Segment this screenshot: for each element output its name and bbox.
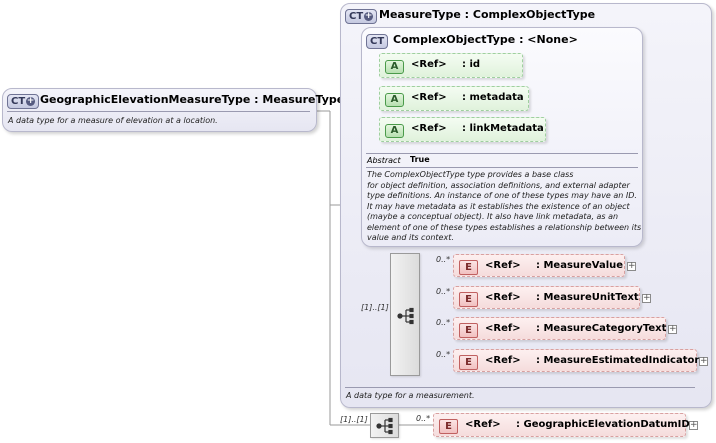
root-type-title: GeographicElevationMeasureType : Measure… — [40, 93, 345, 106]
attribute-name: : linkMetadata — [462, 123, 544, 134]
sequence-compositor[interactable] — [370, 413, 399, 438]
sequence-cardinality: [1]..[1] — [361, 303, 389, 312]
element-name: : MeasureCategoryText — [536, 323, 667, 334]
element-measure-category-text[interactable]: E <Ref> : MeasureCategoryText — [453, 317, 666, 340]
element-cardinality: 0..* — [436, 318, 451, 327]
expand-button[interactable]: + — [642, 293, 651, 303]
divider — [366, 153, 638, 154]
element-ref: <Ref> — [485, 260, 521, 271]
element-cardinality: 0..* — [436, 287, 451, 296]
attribute-badge: A — [385, 93, 404, 107]
expand-button[interactable]: + — [668, 324, 677, 334]
sequence-icon — [397, 307, 414, 325]
attribute-name: : id — [462, 59, 481, 70]
divider — [366, 167, 638, 168]
attribute-linkmetadata[interactable]: A <Ref> : linkMetadata — [379, 117, 546, 142]
element-badge: E — [459, 260, 478, 275]
element-measure-unit-text[interactable]: E <Ref> : MeasureUnitText — [453, 286, 640, 309]
element-name: : MeasureUnitText — [536, 292, 639, 303]
expand-icon: + — [26, 96, 36, 106]
attribute-badge: A — [385, 60, 404, 74]
attribute-ref: <Ref> — [411, 123, 447, 134]
element-badge: E — [439, 419, 458, 434]
element-cardinality: 0..* — [416, 414, 431, 423]
divider — [345, 387, 695, 388]
abstract-property-value: True — [410, 155, 430, 164]
complex-type-badge: CT+ — [345, 9, 378, 24]
root-type-description: A data type for a measure of elevation a… — [8, 116, 218, 125]
element-name: : MeasureEstimatedIndicator — [536, 355, 700, 366]
attribute-ref: <Ref> — [411, 92, 447, 103]
attribute-badge: A — [385, 124, 404, 138]
attribute-ref: <Ref> — [411, 59, 447, 70]
element-name: : MeasureValue — [536, 260, 624, 271]
element-cardinality: 0..* — [436, 350, 451, 359]
complex-type-badge: CT — [366, 34, 388, 49]
measure-type-description: A data type for a measurement. — [346, 391, 475, 400]
expand-button[interactable]: + — [699, 356, 708, 366]
abstract-property-label: Abstract — [367, 156, 401, 165]
element-name: : GeographicElevationDatumID — [516, 419, 690, 430]
element-ref: <Ref> — [485, 355, 521, 366]
sequence-compositor[interactable] — [390, 253, 420, 376]
complex-object-type-description: The ComplexObjectType type provides a ba… — [367, 170, 642, 242]
expand-button[interactable]: + — [689, 420, 698, 430]
element-badge: E — [459, 323, 478, 338]
element-measure-estimated-indicator[interactable]: E <Ref> : MeasureEstimatedIndicator — [453, 349, 700, 372]
sequence-cardinality: [1]..[1] — [340, 415, 368, 424]
measure-type-title: MeasureType : ComplexObjectType — [379, 8, 596, 21]
expand-button[interactable]: + — [627, 261, 636, 271]
expand-icon: + — [364, 11, 374, 21]
sequence-icon — [376, 417, 393, 435]
attribute-name: : metadata — [462, 92, 524, 103]
element-ref: <Ref> — [485, 323, 521, 334]
attribute-id[interactable]: A <Ref> : id — [379, 53, 523, 78]
complex-type-badge: CT+ — [7, 94, 40, 109]
element-badge: E — [459, 292, 478, 307]
attribute-metadata[interactable]: A <Ref> : metadata — [379, 86, 529, 111]
element-ref: <Ref> — [485, 292, 521, 303]
element-cardinality: 0..* — [436, 255, 451, 264]
root-type-box[interactable]: CT+ GeographicElevationMeasureType : Mea… — [2, 88, 344, 132]
element-ref: <Ref> — [465, 419, 501, 430]
element-measure-value[interactable]: E <Ref> : MeasureValue — [453, 254, 625, 277]
divider — [7, 111, 310, 112]
complex-object-type-title: ComplexObjectType : <None> — [393, 33, 578, 46]
element-geographic-elevation-datum-id[interactable]: E <Ref> : GeographicElevationDatumID — [433, 413, 690, 437]
element-badge: E — [459, 355, 478, 370]
